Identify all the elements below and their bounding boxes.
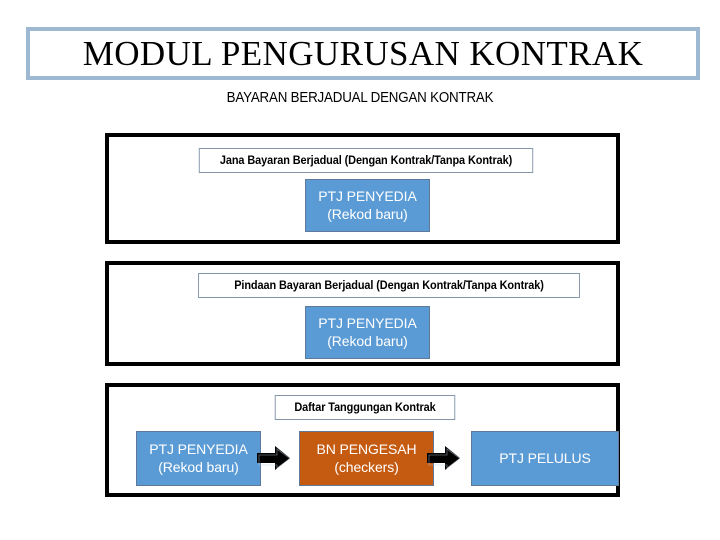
process-box-ptj-penyedia[interactable]: PTJ PENYEDIA (Rekod baru) (305, 306, 430, 359)
section-jana-bayaran: Jana Bayaran Berjadual (Dengan Kontrak/T… (105, 133, 620, 244)
process-box-line1: PTJ PENYEDIA (149, 440, 248, 457)
page-title-frame: MODUL PENGURUSAN KONTRAK (26, 27, 700, 80)
process-box-line1: PTJ PENYEDIA (318, 314, 417, 331)
process-box-ptj-penyedia[interactable]: PTJ PENYEDIA (Rekod baru) (305, 179, 430, 232)
page-title-inner: MODUL PENGURUSAN KONTRAK (30, 31, 696, 76)
process-box-ptj-pelulus[interactable]: PTJ PELULUS (471, 431, 619, 486)
process-box-bn-pengesah[interactable]: BN PENGESAH (checkers) (299, 431, 434, 486)
section-caption-jana-bayaran: Jana Bayaran Berjadual (Dengan Kontrak/T… (198, 148, 534, 173)
process-box-ptj-penyedia[interactable]: PTJ PENYEDIA (Rekod baru) (136, 431, 261, 486)
section-caption-pindaan-bayaran: Pindaan Bayaran Berjadual (Dengan Kontra… (198, 273, 580, 298)
process-box-line1: PTJ PENYEDIA (318, 187, 417, 204)
process-box-line2: (Rekod baru) (158, 458, 239, 475)
process-box-line2: (Rekod baru) (327, 205, 408, 222)
section-pindaan-bayaran: Pindaan Bayaran Berjadual (Dengan Kontra… (105, 261, 620, 366)
page-title: MODUL PENGURUSAN KONTRAK (82, 34, 644, 73)
arrow-right-icon (425, 444, 463, 472)
process-box-line2: (Rekod baru) (327, 332, 408, 349)
page-subtitle: BAYARAN BERJADUAL DENGAN KONTRAK (226, 90, 494, 106)
section-caption-daftar-tanggungan: Daftar Tanggungan Kontrak (274, 395, 456, 420)
process-box-line1: BN PENGESAH (316, 440, 417, 457)
section-daftar-tanggungan: Daftar Tanggungan Kontrak PTJ PENYEDIA (… (105, 383, 620, 497)
arrow-right-icon (255, 444, 293, 472)
process-box-line2: (checkers) (334, 458, 399, 475)
process-box-line1: PTJ PELULUS (499, 449, 591, 466)
